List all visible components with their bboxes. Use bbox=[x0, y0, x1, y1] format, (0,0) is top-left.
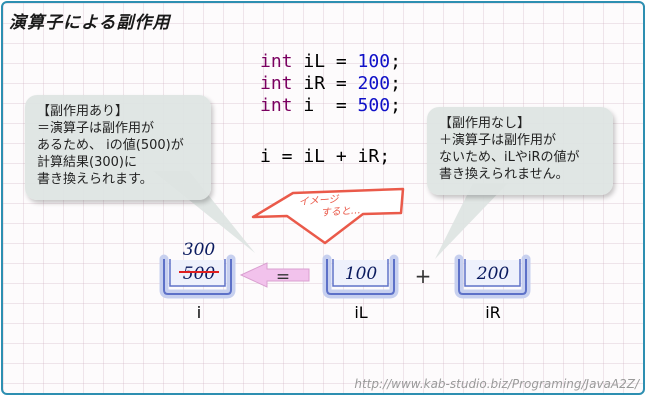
code-line-ir: int iR = 200; bbox=[260, 73, 401, 95]
code-semicolon: ; bbox=[390, 51, 401, 72]
callout-line: ＋演算子は副作用が bbox=[439, 133, 557, 148]
value-i-new: 300 bbox=[183, 240, 216, 260]
code-line-expression: i = iL + iR; bbox=[260, 146, 391, 167]
value-ir: 200 bbox=[476, 264, 510, 284]
code-text: iL = bbox=[292, 51, 358, 72]
source-url[interactable]: http://www.kab-studio.biz/Programing/Jav… bbox=[354, 377, 639, 391]
code-number: 100 bbox=[357, 51, 391, 72]
code-semicolon: ; bbox=[390, 95, 401, 116]
code-keyword: int bbox=[260, 95, 293, 116]
right-callout: 【副作用なし】 ＋演算子は副作用が ないため、iLやiRの値が 書き換えられませ… bbox=[427, 107, 613, 195]
code-number: 200 bbox=[357, 73, 391, 94]
code-semicolon: ; bbox=[390, 73, 401, 94]
callout-line: 計算結果(300)に bbox=[37, 155, 137, 170]
code-text: i = bbox=[292, 95, 358, 116]
variable-box-ir bbox=[454, 254, 531, 299]
callout-line: あるため、 iの値(500)が bbox=[37, 138, 184, 153]
page-title: 演算子による副作用 bbox=[9, 13, 171, 33]
image-arrow-label-1: イメージ bbox=[298, 194, 340, 208]
callout-line: 書き換えられません。 bbox=[439, 167, 569, 182]
label-ir: iR bbox=[485, 303, 501, 322]
right-bubble-tail bbox=[435, 183, 508, 259]
callout-line: 【副作用あり】 bbox=[37, 104, 129, 119]
diagram-frame: 演算子による副作用 int iL = 100; int iR = 200; in… bbox=[1, 1, 645, 395]
value-i-old: 500 bbox=[183, 264, 216, 284]
value-il: 100 bbox=[345, 264, 378, 284]
image-arrow-label-2: すると… bbox=[320, 205, 361, 219]
label-i: i bbox=[197, 303, 201, 322]
code-line-il: int iL = 100; bbox=[260, 51, 401, 73]
image-arrow bbox=[251, 187, 405, 245]
assign-operator: = bbox=[276, 267, 290, 287]
callout-line: ＝演算子は副作用が bbox=[37, 121, 155, 136]
code-line-i: int i = 500; bbox=[260, 95, 401, 117]
code-number: 500 bbox=[357, 95, 391, 116]
code-text: iR = bbox=[292, 73, 358, 94]
diagram-graphics: イメージ すると… 300 500 i = 100 iL + bbox=[153, 171, 531, 322]
plus-operator: + bbox=[415, 264, 432, 288]
variable-box-il bbox=[322, 254, 399, 299]
code-keyword: int bbox=[260, 73, 293, 94]
callout-line: ないため、iLやiRの値が bbox=[439, 150, 580, 165]
label-il: iL bbox=[354, 303, 367, 322]
assign-arrow bbox=[239, 262, 310, 288]
code-keyword: int bbox=[260, 51, 293, 72]
left-callout: 【副作用あり】 ＝演算子は副作用が あるため、 iの値(500)が 計算結果(3… bbox=[25, 95, 211, 200]
callout-line: 【副作用なし】 bbox=[439, 116, 531, 131]
callout-line: 書き換えられます。 bbox=[37, 172, 153, 187]
